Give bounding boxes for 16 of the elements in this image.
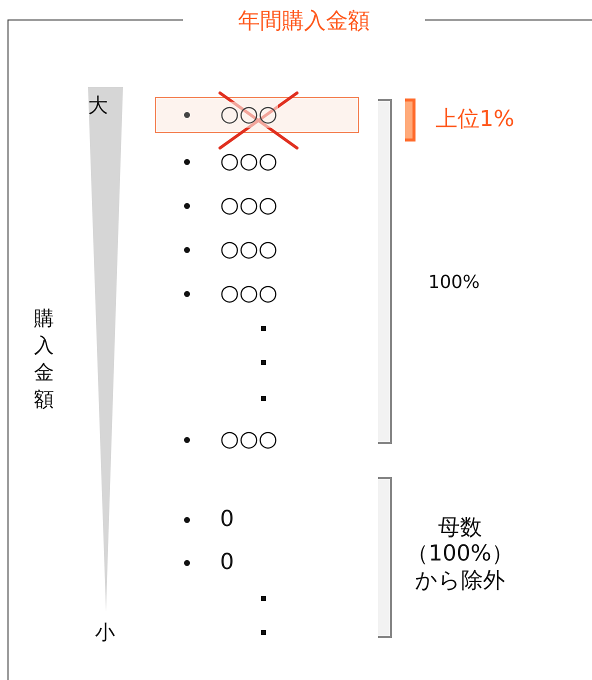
list-item: 0 [220, 506, 234, 534]
top-share-label: 上位1% [436, 106, 514, 134]
list-item: ○○○ [220, 192, 278, 220]
exclusion-note: 母数（100%）から除外 [406, 515, 514, 595]
scale-label: 大 [88, 93, 108, 117]
list-item: ○○○ [220, 102, 278, 128]
list-item: ○○○ [220, 280, 278, 308]
list-item: ○○○ [220, 236, 278, 264]
scale-label: 小 [95, 620, 115, 644]
title: 年間購入金額 [238, 8, 370, 36]
list-item: 0 [220, 550, 234, 576]
highlight-box [155, 97, 359, 133]
list-item: ○○○ [220, 426, 278, 454]
bracket-label: 100% [428, 272, 480, 294]
axis-label: 購入金額 [34, 305, 55, 413]
list-item: ○○○ [220, 148, 278, 176]
